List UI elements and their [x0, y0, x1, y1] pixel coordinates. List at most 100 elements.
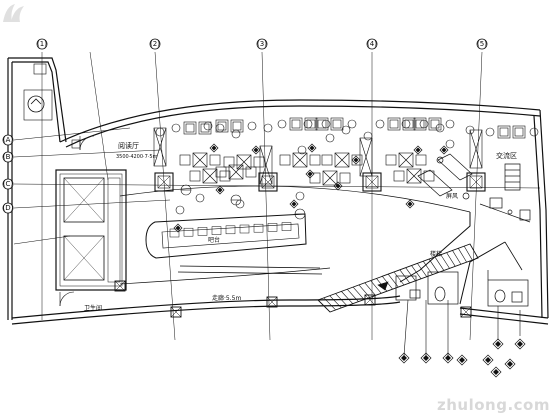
label-rest-area: 交流区: [496, 151, 517, 160]
column-large: [258, 172, 278, 192]
stair-tread: [352, 286, 365, 300]
grid-bubble-col-1: (1): [36, 38, 48, 50]
stair: [317, 243, 479, 313]
seating-group: [203, 119, 257, 133]
stair-tread: [323, 297, 336, 311]
svg-text:(2): (2): [150, 40, 160, 48]
seating-group: [303, 117, 357, 131]
svg-text:(B): (B): [3, 153, 14, 161]
round-table: [363, 131, 373, 141]
floor-marker: [209, 143, 219, 153]
section-marker-diamond: [514, 338, 526, 350]
floor-marker: [289, 199, 299, 209]
structural-columns: [114, 172, 486, 318]
round-table: [155, 127, 165, 137]
lounge-group: [385, 152, 427, 168]
stair-tread: [347, 289, 359, 302]
toilet-block: [395, 270, 529, 307]
column-small: [364, 294, 376, 306]
floor-marker: [173, 223, 183, 233]
section-marker-diamond: [504, 358, 516, 370]
grid-bubble-col-5: (5): [476, 38, 488, 50]
watermark-text: zhulong.com: [437, 396, 550, 414]
stair-tread: [399, 269, 410, 284]
bar-counter: [145, 213, 323, 275]
round-table: [235, 199, 245, 209]
column-large: [466, 172, 486, 192]
stair-tread: [370, 280, 382, 294]
planter-screen: [153, 127, 167, 167]
stair-tread: [405, 267, 416, 282]
grid-bubble-col-2: (2): [149, 38, 161, 50]
stair-tread: [387, 273, 399, 288]
light-fixture: [180, 184, 192, 196]
column-small: [266, 296, 278, 308]
stair-tread: [446, 252, 456, 267]
stair-tread: [458, 248, 467, 263]
grid-bubble-row-c: (C): [2, 178, 13, 190]
lounge-group: [215, 164, 257, 180]
round-table: [231, 129, 241, 139]
label-lounge: 阅读厅: [118, 141, 139, 150]
svg-text:(D): (D): [3, 204, 14, 212]
bar-seat: [253, 223, 264, 233]
floor-markers: [173, 143, 526, 378]
lounge-group: [223, 154, 265, 170]
label-screen: 屏风: [446, 193, 458, 200]
section-marker-diamond: [442, 352, 454, 364]
floor-marker: [351, 155, 361, 165]
seating-group: [485, 125, 539, 139]
column-large: [154, 172, 174, 192]
bar-seat: [281, 222, 292, 231]
light-fixture: [230, 194, 242, 206]
round-table: [435, 123, 445, 133]
stair-tread: [417, 263, 428, 277]
floor-marker: [251, 145, 261, 155]
bar-seat: [169, 228, 180, 238]
bar-seat: [183, 227, 194, 237]
stair-tread: [463, 246, 473, 261]
grid-bubble-col-3: (3): [256, 38, 268, 50]
section-markers: [403, 299, 521, 357]
floor-marker: [439, 145, 449, 155]
exterior-walls: [7, 57, 549, 325]
label-bar: 吧台: [208, 236, 220, 244]
floor-marker: [305, 169, 315, 179]
stair-tread: [452, 250, 462, 265]
stair-tread: [364, 282, 376, 296]
bar-seat: [239, 224, 250, 234]
round-table: [325, 133, 335, 143]
bar-seat: [211, 226, 222, 235]
column-large: [362, 172, 382, 192]
floor-marker: [333, 181, 343, 191]
round-table: [341, 125, 351, 135]
grid-bubble-row-d: (D): [3, 202, 14, 214]
stair-tread: [393, 271, 405, 286]
round-table: [445, 139, 455, 149]
column-small: [170, 306, 182, 318]
section-marker-diamond: [420, 352, 432, 364]
stair-tread: [428, 258, 439, 273]
lounge-group: [393, 168, 435, 184]
lounge-group: [189, 168, 231, 184]
lounge-group: [279, 152, 321, 168]
label-stair: 楼梯: [430, 250, 442, 258]
floor-marker: [307, 143, 317, 153]
grid-bubble-col-4: (4): [366, 38, 378, 50]
lounge-group: [309, 170, 351, 186]
round-table: [195, 193, 205, 203]
svg-text:(3): (3): [257, 40, 267, 48]
seating-group: [401, 117, 455, 131]
round-table: [263, 123, 273, 133]
round-table: [295, 191, 305, 201]
round-table: [297, 145, 307, 155]
right-lounge: [417, 153, 531, 223]
grid-bubble-row-a: (A): [2, 134, 14, 146]
stair-tread: [335, 293, 348, 306]
lounge-group: [321, 152, 363, 168]
section-marker-diamond: [398, 352, 410, 364]
column-grid-bubbles: (1) (2) (3) (4) (5): [36, 38, 488, 50]
bar-seat: [225, 225, 236, 235]
